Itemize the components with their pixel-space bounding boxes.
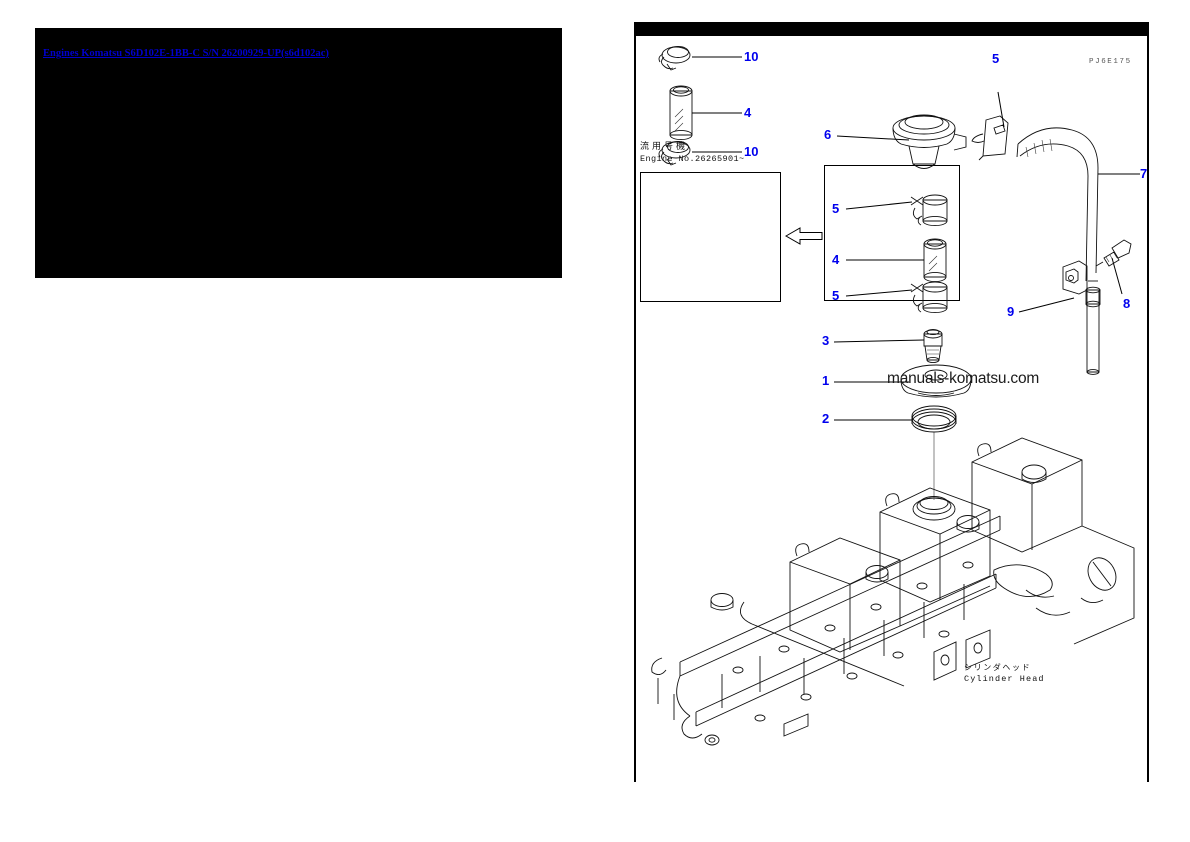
sheet-code-label: PJ6E175 [1089,58,1132,66]
left-black-panel: Engines Komatsu S6D102E-1BB-C S/N 262009… [35,28,562,278]
part-clip-top-right [971,115,1009,161]
callout-6: 6 [824,127,832,142]
part-clamp-top [658,46,691,71]
supersession-arrow [784,227,823,245]
part-oil-filler-cap [892,114,967,169]
part-cylinder-head [651,437,1135,746]
watermark: manuals-komatsu.com [887,370,1040,387]
diagram-right-border [1147,36,1149,782]
callout-4-right: 4 [832,252,840,267]
callout-9: 9 [1007,304,1015,319]
callout-5-clip: 5 [992,51,1000,66]
callout-10-bottom: 10 [744,144,759,159]
callout-7: 7 [1140,166,1148,181]
part-hose-left [669,85,693,141]
part-breather-hose [1016,127,1100,375]
cylinder-head-caption: シリンダヘッド Cylinder Head [964,662,1045,684]
cylinder-head-caption-english: Cylinder Head [964,674,1045,684]
applicability-note-japanese: 流用号機 [640,142,689,152]
callout-3: 3 [822,333,830,348]
callout-2: 2 [822,411,830,426]
cylinder-head-caption-japanese: シリンダヘッド [964,663,1032,672]
callout-10-top: 10 [744,49,759,64]
callout-5-box-top: 5 [832,201,840,216]
current-parts-box [824,165,960,301]
applicability-note-english: Engine No.26265901~ [640,154,745,164]
part-bolt [1095,239,1132,267]
part-connector [923,328,943,364]
engine-model-link[interactable]: Engines Komatsu S6D102E-1BB-C S/N 262009… [43,48,329,59]
callout-8: 8 [1123,296,1131,311]
callout-1: 1 [822,373,830,388]
alternate-parts-box [640,172,781,302]
part-seal-ring [911,405,957,433]
diagram-linework [651,46,1140,746]
diagram-top-bar [634,22,1149,36]
applicability-note: 流用号機 Engine No.26265901~ [640,139,745,164]
callout-4-left: 4 [744,105,752,120]
part-clamp-bracket [1062,260,1101,308]
callout-5-box-bottom: 5 [832,288,840,303]
diagram-left-border [634,36,636,782]
parts-diagram: PJ6E175 流用号機 Engine No.26265901~ [634,22,1149,782]
